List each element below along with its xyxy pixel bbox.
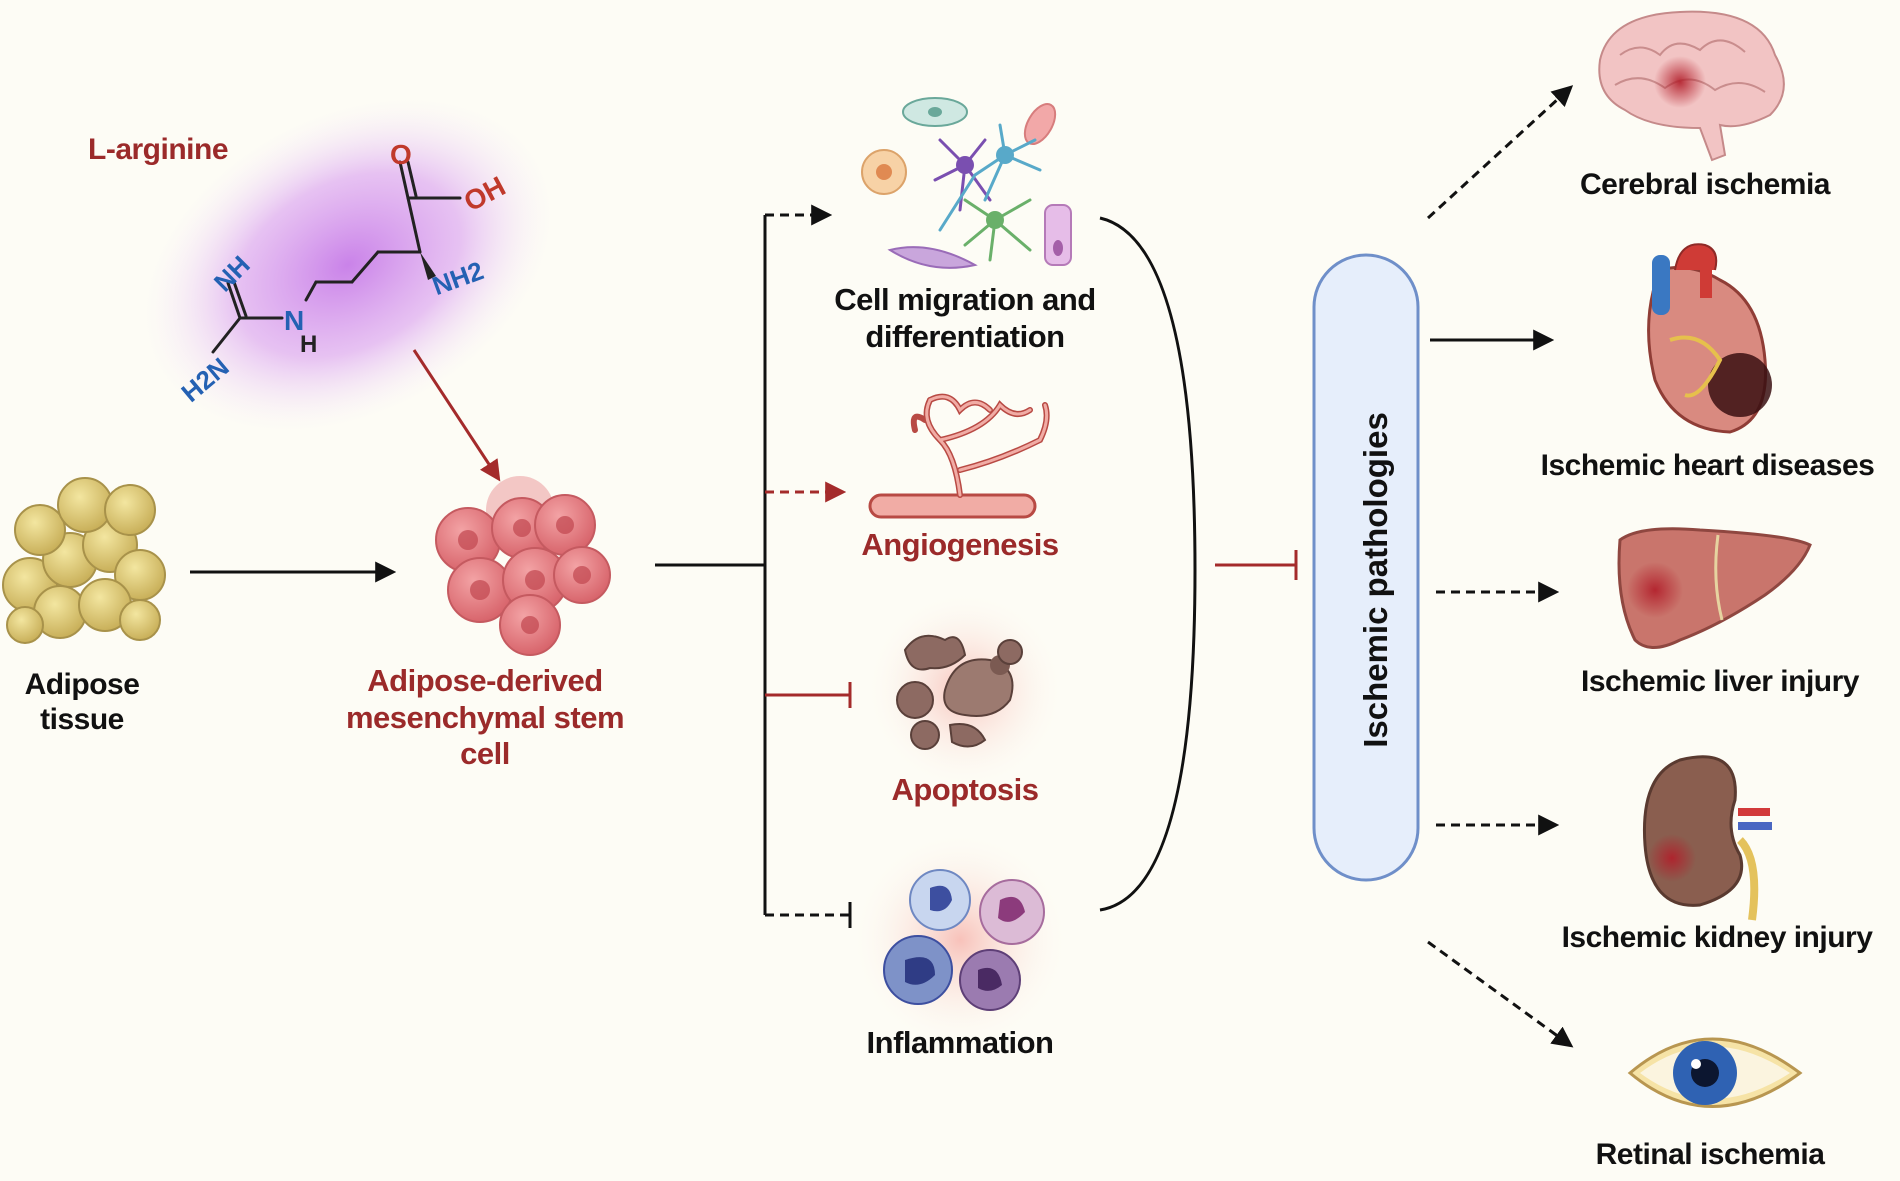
arrow-to-eye xyxy=(1427,940,1574,1048)
retinal-ischemia-label: Retinal ischemia xyxy=(1595,1138,1825,1171)
stem-cell-cluster-icon xyxy=(435,476,611,656)
heart-icon xyxy=(1647,243,1772,434)
atom-n: N xyxy=(284,305,304,336)
pathologies-pill xyxy=(1312,253,1420,882)
adsc-label: Adipose-derived mesenchymal stem cell xyxy=(345,663,625,772)
blood-vessel-icon xyxy=(868,393,1050,519)
apoptotic-cells-icon xyxy=(865,590,1065,790)
cell-migration-label: Cell migration and differentiation xyxy=(834,282,1096,354)
liver-icon xyxy=(1617,527,1812,649)
l-arginine-label: L-arginine xyxy=(88,133,229,166)
l-arginine-molecule: O OH NH N H H2N NH2 xyxy=(143,97,553,433)
adipose-tissue-icon xyxy=(2,477,166,644)
cell-types-icon xyxy=(861,97,1072,269)
cerebral-ischemia-label: Cerebral ischemia xyxy=(1580,168,1830,201)
inflammation-label: Inflammation xyxy=(866,1025,1054,1060)
brain-icon xyxy=(1598,10,1785,162)
effects-converge-bracket xyxy=(1099,216,1197,912)
eye-icon xyxy=(1627,1037,1803,1108)
adipose-tissue-label: Adipose tissue xyxy=(24,668,140,737)
arrow-to-brain xyxy=(1426,85,1574,220)
apoptosis-label: Apoptosis xyxy=(891,772,1039,807)
liver-injury-label: Ischemic liver injury xyxy=(1581,665,1859,698)
ischemic-pathologies-label: Ischemic pathologies xyxy=(1357,412,1394,748)
kidney-icon xyxy=(1642,755,1772,921)
kidney-injury-label: Ischemic kidney injury xyxy=(1561,921,1873,954)
effects-bracket xyxy=(655,204,852,928)
atom-h: H xyxy=(300,331,317,358)
atom-o: O xyxy=(390,139,412,170)
molecule-glow xyxy=(143,97,553,433)
arginine-to-adsc-arrow xyxy=(412,349,501,482)
immune-cells-icon xyxy=(850,830,1070,1050)
angiogenesis-label: Angiogenesis xyxy=(861,527,1059,562)
heart-disease-label: Ischemic heart diseases xyxy=(1540,449,1875,482)
